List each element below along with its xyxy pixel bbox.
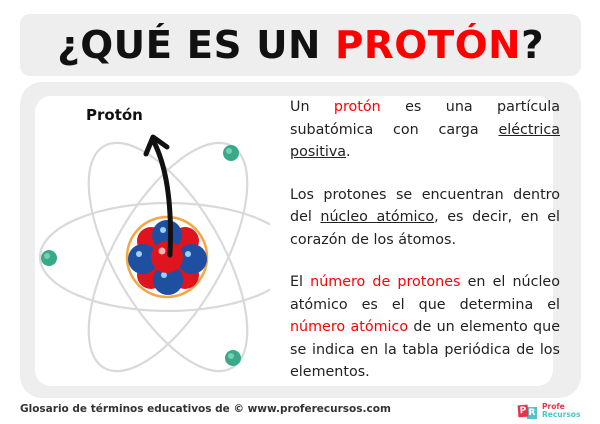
footer-credit: Glosario de términos educativos de © www… (20, 403, 391, 415)
logo-line1: Profe (542, 401, 565, 411)
logo-text: Profe Recursos (542, 401, 581, 419)
title-highlight: PROTÓN (334, 23, 521, 67)
content-panel-inner (35, 96, 553, 386)
text: . (346, 144, 351, 160)
text: El (290, 274, 311, 290)
text-column: Un protón es una partícula subatómica co… (290, 96, 560, 404)
page-title: ¿QUÉ ES UN PROTÓN? (57, 23, 544, 67)
title-banner: ¿QUÉ ES UN PROTÓN? (20, 14, 581, 76)
logo-r-icon: R (527, 407, 537, 419)
proton-label: Protón (86, 106, 143, 124)
term-proton: protón (333, 99, 381, 115)
logo-p-icon: P (517, 404, 529, 417)
paragraph-definition: Un protón es una partícula subatómica co… (290, 96, 560, 164)
text: en el núcleo atómico es el que determina… (290, 274, 560, 313)
term-numero-atomico: número atómico (290, 319, 409, 335)
electron-icons (41, 145, 241, 366)
link-nucleo-atomico[interactable]: núcleo atómico (320, 209, 435, 225)
text: Los protones se encuentran dentro del (290, 186, 560, 226)
text: , es decir, en el corazón de los átomos. (290, 209, 560, 248)
atom-diagram (38, 134, 270, 373)
link-carga-electrica-positiva[interactable]: eléctrica positiva (290, 121, 560, 161)
text: Un (290, 99, 334, 115)
paragraph-location: Los protones se encuentran dentro del nú… (290, 184, 560, 252)
text: de un elemento que se indica en la tabla… (290, 319, 560, 380)
arrow-icon (143, 134, 173, 258)
logo-line2: Recursos (542, 409, 581, 419)
term-numero-de-protones: número de protones (310, 274, 461, 290)
nucleus-icon (125, 215, 209, 299)
text: es una partícula subatómica con carga (290, 99, 560, 138)
profe-recursos-logo: P R Profe Recursos (517, 401, 581, 419)
paragraph-atomic-number: El número de protones en el núcleo atómi… (290, 271, 560, 384)
title-suffix: ? (520, 23, 544, 67)
title-prefix: ¿QUÉ ES UN (57, 23, 335, 67)
